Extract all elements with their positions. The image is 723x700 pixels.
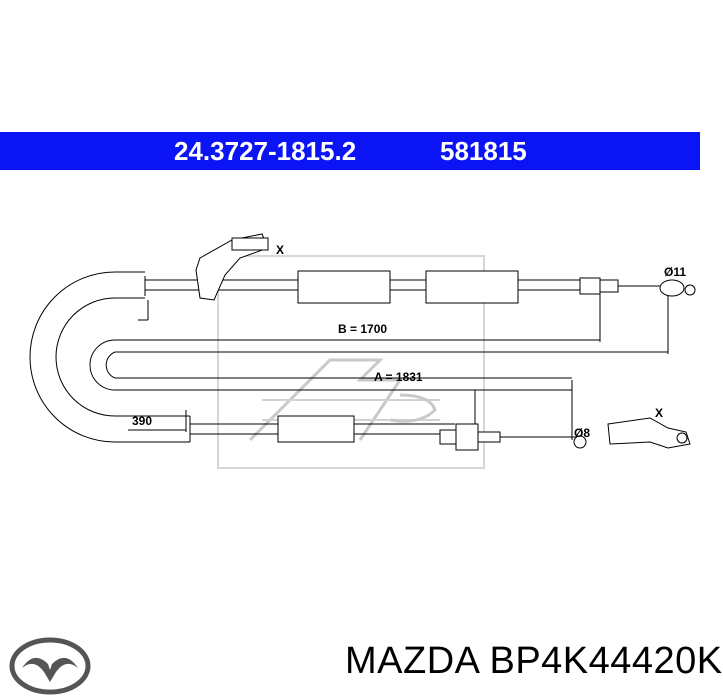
header-bar: 24.3727-1815.2 581815: [0, 132, 700, 170]
brand-name: MAZDA: [345, 640, 479, 682]
top-end-fitting[interactable]: [195, 233, 696, 301]
part-label: MAZDA BP4K44420K: [345, 640, 723, 683]
mazda-logo-icon: [9, 637, 91, 695]
footer: MAZDA BP4K44420K: [0, 624, 722, 700]
label-diameter-top: Ø11: [664, 265, 686, 279]
part-code: BP4K44420K: [489, 640, 723, 682]
label-x-bottom: X: [655, 406, 663, 420]
bottom-end-fitting[interactable]: [439, 417, 691, 451]
cable-sheath: [29, 270, 585, 443]
label-x-top: X: [276, 243, 284, 257]
label-b-dimension: B = 1700: [338, 322, 387, 336]
label-390: 390: [132, 414, 152, 428]
label-diameter-bottom: Ø8: [574, 426, 590, 440]
part-number: 24.3727-1815.2: [174, 136, 357, 166]
cable-diagram: X Ø11 B = 1700 A = 1831 390 Ø8 X: [29, 233, 696, 469]
label-a-dimension: A = 1831: [374, 370, 423, 384]
ref-number: 581815: [440, 136, 527, 166]
dimension-lines: [89, 278, 669, 440]
